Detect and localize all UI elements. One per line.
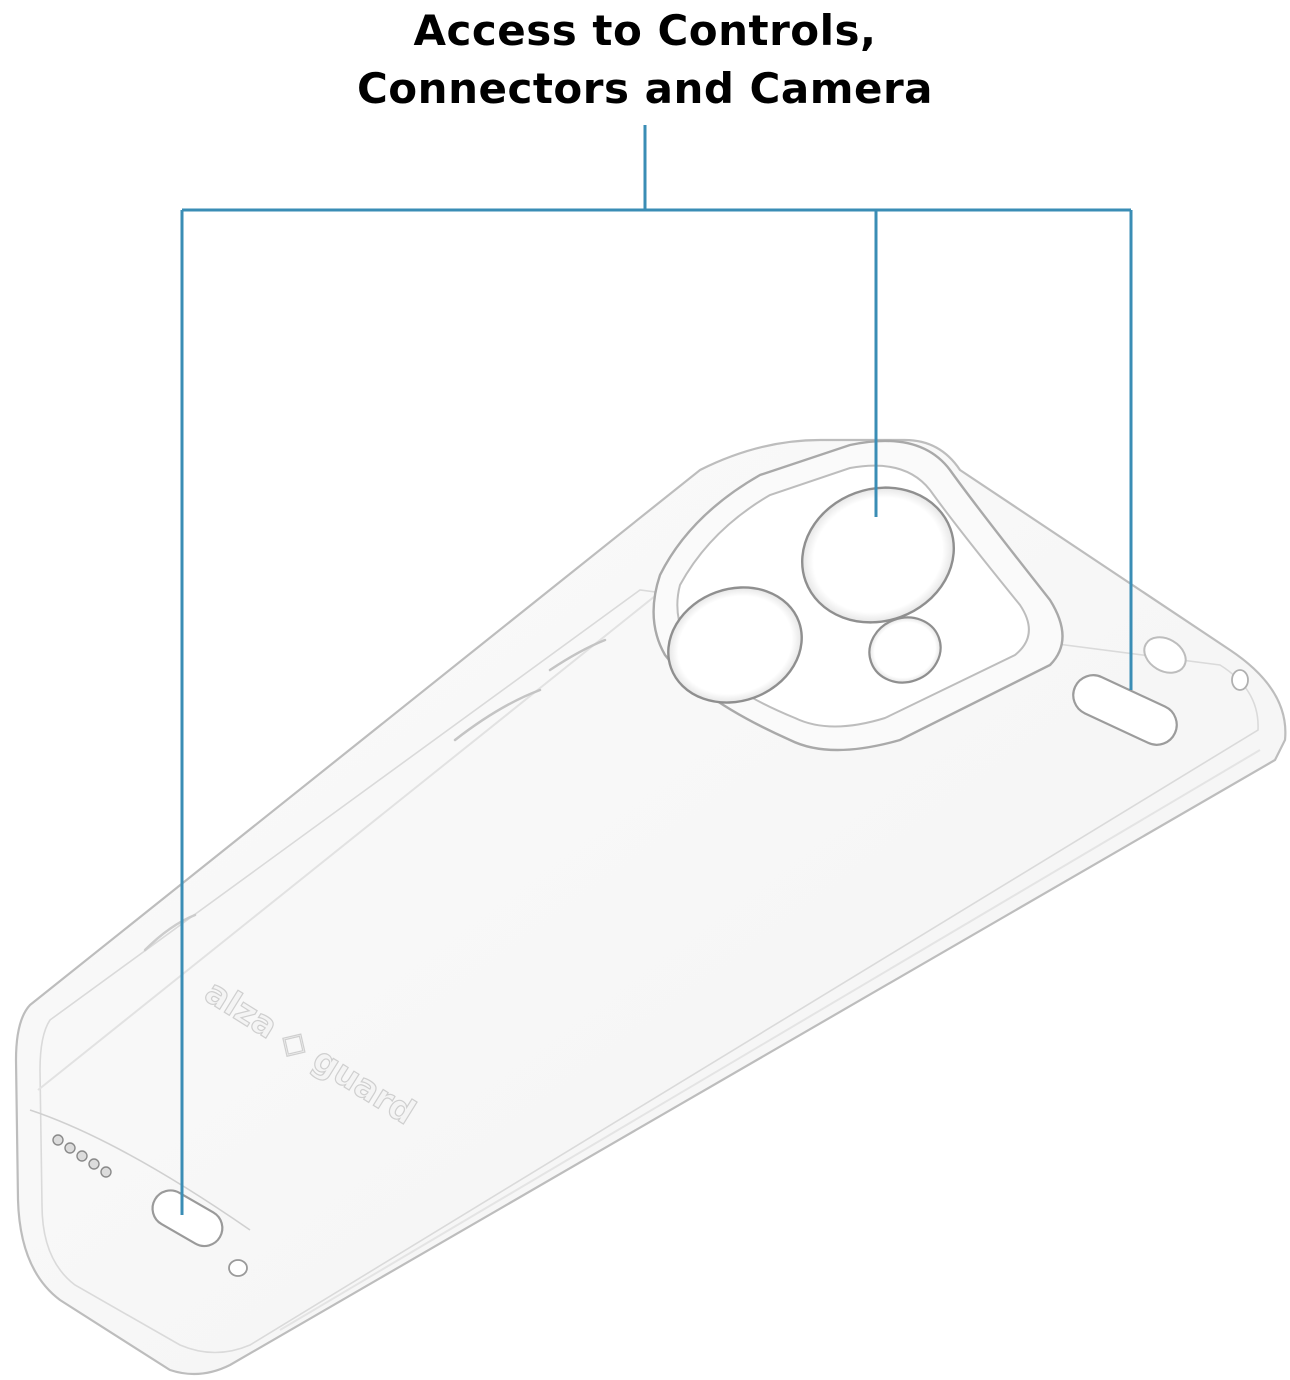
secondary-lens-cutout (667, 586, 803, 704)
bottom-lip (29, 1109, 251, 1231)
usb-port-cutout (151, 1189, 224, 1248)
heading-line-2: Connectors and Camera (356, 64, 934, 113)
case-side-highlight (37, 559, 701, 1091)
speaker-hole (100, 1166, 112, 1178)
speaker-hole (52, 1134, 64, 1146)
heading-line-1: Access to Controls, (413, 6, 877, 55)
speaker-hole (76, 1150, 88, 1162)
power-button-cutout (548, 638, 607, 672)
callout-lines (180, 125, 1133, 1215)
speaker-hole (64, 1142, 76, 1154)
corner-hole (1231, 669, 1249, 691)
case-side-highlight-right (279, 749, 1261, 1331)
volume-button-cutout (453, 688, 542, 742)
top-edge-cutout (1143, 636, 1187, 674)
case-inner-rim (39, 589, 1259, 1354)
phone-case: alza ◇ guard (14, 438, 1287, 1376)
small-lens-cutout (868, 616, 942, 684)
feature-heading: Access to Controls, Connectors and Camer… (0, 0, 1290, 118)
speaker-grille (52, 1134, 112, 1178)
mic-hole (228, 1259, 248, 1277)
camera-module (652, 439, 1064, 752)
left-side-cutout (143, 913, 197, 952)
top-slot-cutout (1072, 674, 1178, 746)
speaker-hole (88, 1158, 100, 1170)
